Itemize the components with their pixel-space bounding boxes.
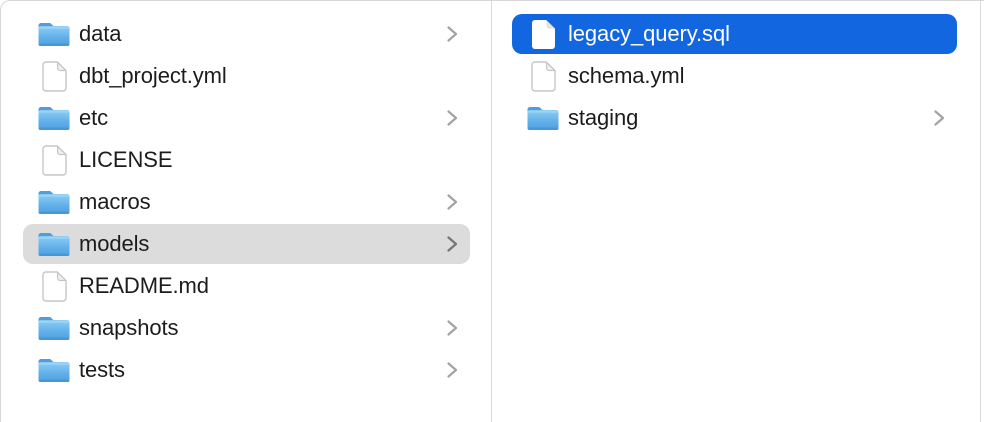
chevron-right-icon: [446, 24, 458, 44]
file-name: data: [79, 21, 122, 46]
next-column-edge: [981, 1, 984, 422]
document-icon: [526, 18, 560, 50]
document-icon: [37, 270, 71, 302]
file-name: LICENSE: [79, 147, 173, 172]
folder-icon: [37, 18, 71, 50]
folder-row[interactable]: etc: [23, 98, 470, 138]
chevron-right-icon: [446, 234, 458, 254]
folder-row[interactable]: tests: [23, 350, 470, 390]
folder-icon: [526, 102, 560, 134]
file-name: macros: [79, 189, 151, 214]
chevron-right-icon: [446, 192, 458, 212]
folder-row[interactable]: models: [23, 224, 470, 264]
file-name: etc: [79, 105, 109, 130]
folder-icon: [37, 228, 71, 260]
folder-icon: [37, 312, 71, 344]
folder-row[interactable]: data: [23, 14, 470, 54]
file-name: legacy_query.sql: [568, 21, 730, 46]
document-icon: [37, 60, 71, 92]
folder-row[interactable]: staging: [512, 98, 957, 138]
chevron-right-icon: [933, 108, 945, 128]
folder-icon: [37, 186, 71, 218]
file-row[interactable]: LICENSE: [23, 140, 470, 180]
document-icon: [37, 144, 71, 176]
file-row[interactable]: legacy_query.sql: [512, 14, 957, 54]
finder-column-parent: data: [1, 1, 492, 422]
file-name: snapshots: [79, 315, 179, 340]
file-row[interactable]: dbt_project.yml: [23, 56, 470, 96]
chevron-right-icon: [446, 108, 458, 128]
folder-row[interactable]: snapshots: [23, 308, 470, 348]
chevron-right-icon: [446, 360, 458, 380]
chevron-right-icon: [446, 318, 458, 338]
folder-icon: [37, 102, 71, 134]
file-name: tests: [79, 357, 125, 382]
file-name: README.md: [79, 273, 209, 298]
finder-column-models: legacy_query.sql: [492, 1, 981, 422]
file-name: dbt_project.yml: [79, 63, 227, 88]
folder-icon: [37, 354, 71, 386]
document-icon: [526, 60, 560, 92]
file-name: schema.yml: [568, 63, 685, 88]
file-name: models: [79, 231, 150, 256]
file-row[interactable]: README.md: [23, 266, 470, 306]
file-name: staging: [568, 105, 639, 130]
folder-row[interactable]: macros: [23, 182, 470, 222]
file-row[interactable]: schema.yml: [512, 56, 957, 96]
